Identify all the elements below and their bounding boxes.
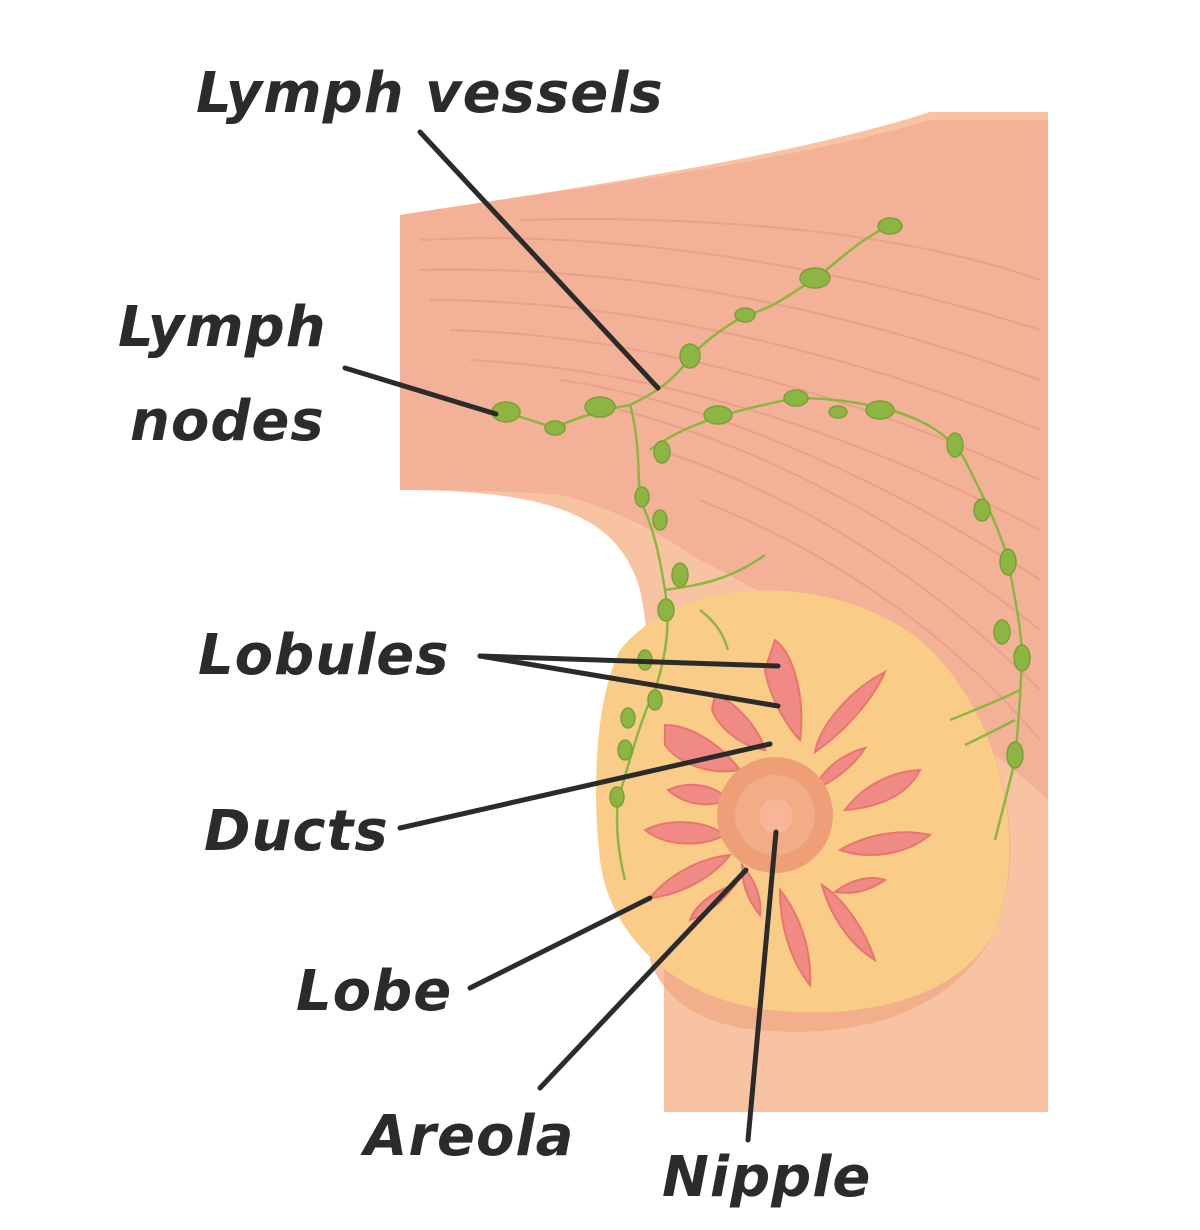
lymph-nodes xyxy=(491,217,1031,808)
label-lobules: Lobules xyxy=(198,623,450,688)
label-areola: Areola xyxy=(364,1104,575,1169)
label-lymph-vessels: Lymph vessels xyxy=(196,61,664,126)
leader-lymph-nodes xyxy=(342,365,499,417)
leader-lines xyxy=(342,129,781,1143)
label-ducts: Ducts xyxy=(204,799,389,864)
label-lymph-nodes-line1: Lymph xyxy=(118,295,327,360)
label-lobe: Lobe xyxy=(296,959,453,1024)
leader-areola xyxy=(537,867,749,1091)
leader-ducts xyxy=(397,741,773,831)
leader-lobe xyxy=(467,895,653,991)
label-lymph-nodes-line2: nodes xyxy=(130,389,325,454)
leader-lymph-vessels xyxy=(417,129,661,391)
label-nipple: Nipple xyxy=(662,1145,872,1210)
leader-lobules-2 xyxy=(477,653,781,709)
leader-lobules-1 xyxy=(477,653,781,669)
leader-nipple xyxy=(745,829,779,1143)
nipple xyxy=(759,799,793,833)
